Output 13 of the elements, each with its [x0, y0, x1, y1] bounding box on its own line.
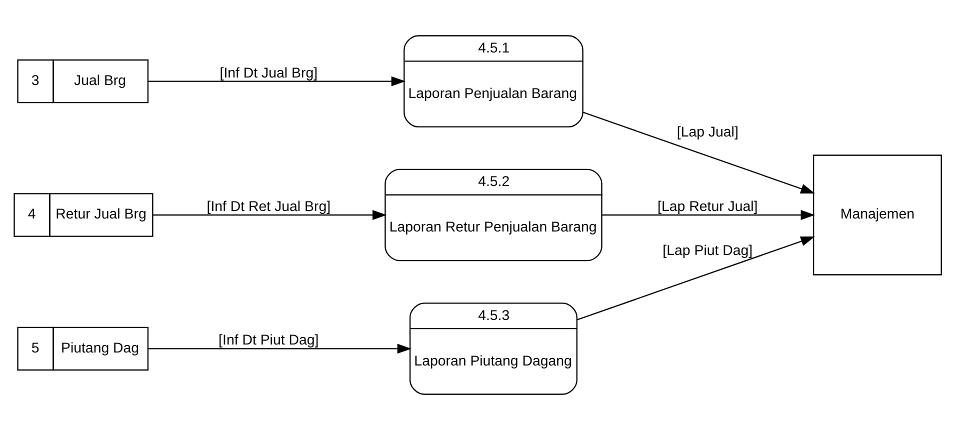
arrow	[602, 210, 816, 220]
arrow	[152, 210, 387, 220]
arrow	[148, 76, 406, 86]
edge-label: [Lap Piut Dag]	[662, 242, 753, 259]
arrow	[582, 112, 815, 194]
arrow	[148, 344, 412, 354]
node-box: Manajemen	[812, 154, 942, 276]
edge-label: [Lap Retur Jual]	[658, 198, 758, 215]
edge-label: [Inf Dt Ret Jual Brg]	[206, 198, 331, 215]
edge-label: [Inf Dt Jual Brg]	[220, 65, 318, 82]
edge-label: [Inf Dt Piut Dag]	[218, 332, 319, 349]
arrow	[576, 236, 815, 320]
edge-label: [Lap Jual]	[676, 124, 738, 140]
